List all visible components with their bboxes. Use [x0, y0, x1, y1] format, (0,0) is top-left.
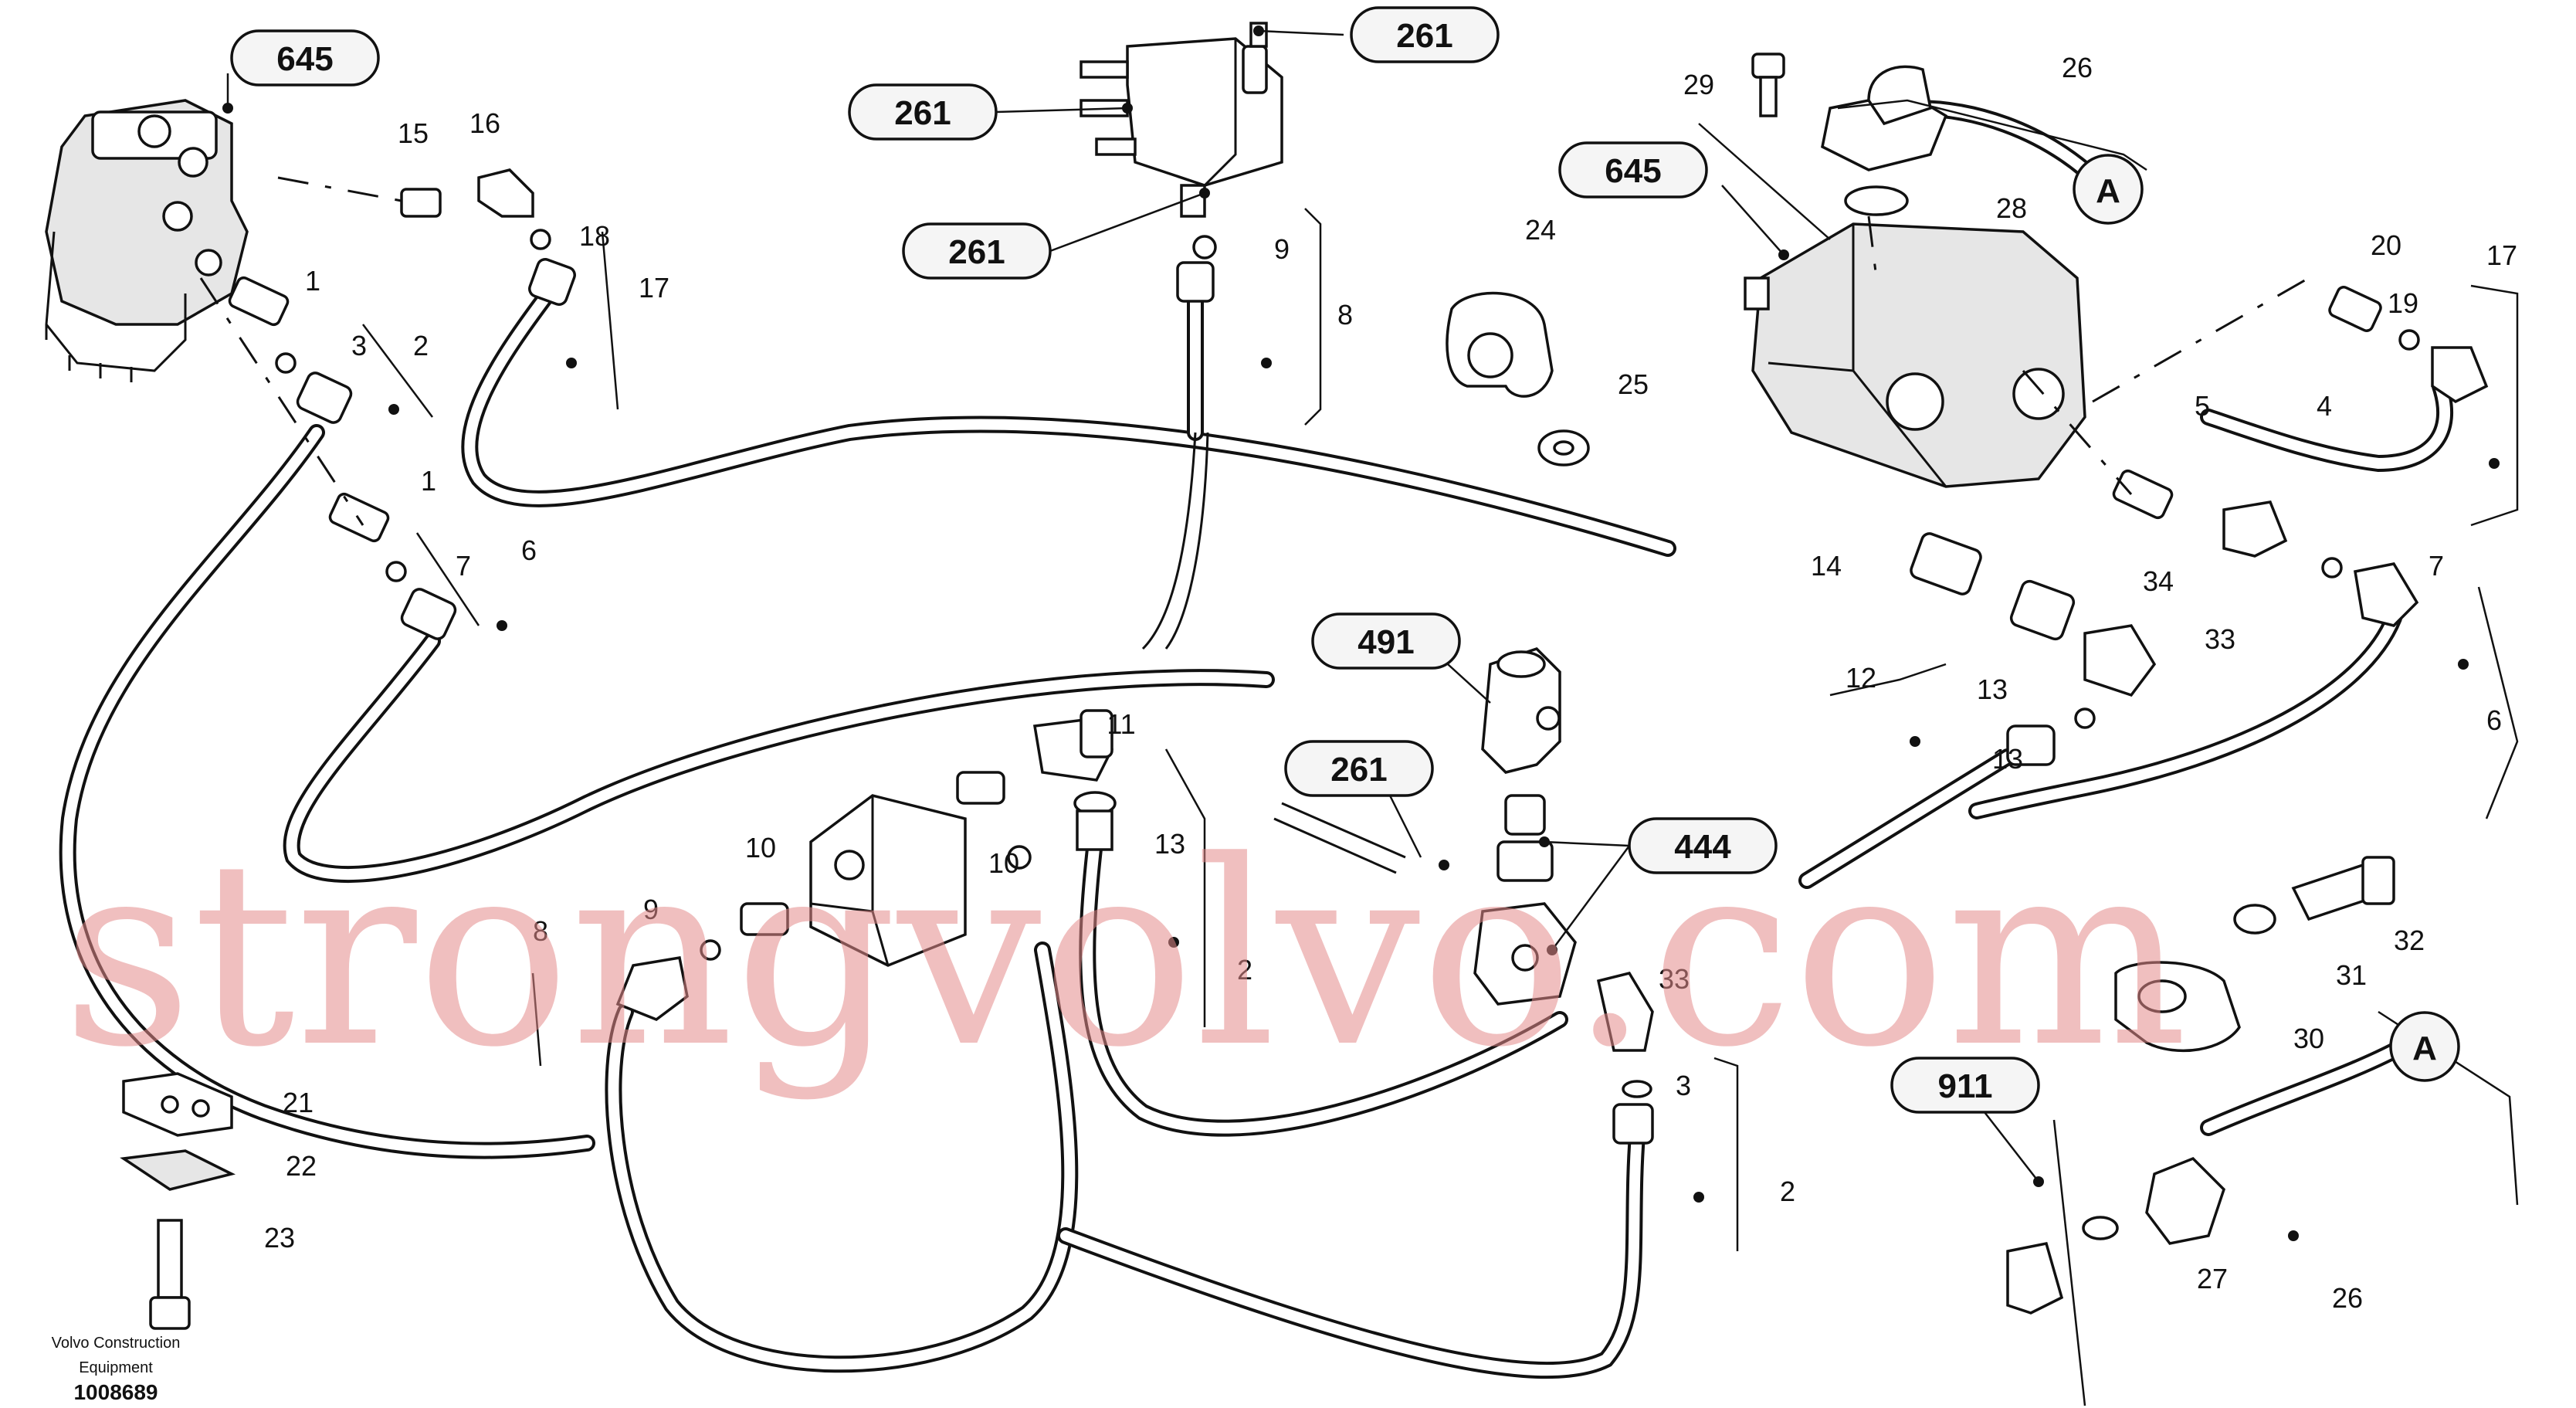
marker-label: A	[2412, 1030, 2437, 1067]
drawing-number: 1008689	[73, 1380, 158, 1404]
callout-444: 444	[1544, 817, 1778, 951]
fitting-33-middle	[1596, 971, 1654, 1145]
label-32: 32	[2394, 925, 2425, 956]
footer-company-line1: Volvo Construction	[52, 1335, 181, 1352]
fittings-upper-left	[228, 168, 576, 640]
label-13-middle: 13	[1154, 828, 1185, 860]
label-4: 4	[2317, 390, 2332, 422]
callout-261-left: 261	[848, 83, 1128, 141]
label-22: 22	[286, 1150, 317, 1182]
label-2-middle: 2	[1237, 954, 1252, 986]
label-2-bottom: 2	[1780, 1176, 1795, 1207]
flange-26	[1751, 53, 1948, 171]
callout-261-middle: 261	[902, 192, 1205, 280]
label-10-left: 10	[745, 832, 776, 863]
hose-261-small	[1273, 802, 1406, 874]
label-8-bottom: 8	[533, 915, 548, 947]
watermark: strongvolvo.com	[62, 806, 2188, 1103]
clamp-24	[1446, 291, 1590, 467]
leader-dots	[222, 25, 2500, 1241]
fitting-444	[1473, 794, 1577, 1006]
label-10-right: 10	[988, 847, 1019, 879]
label-20: 20	[2371, 229, 2401, 261]
label-29: 29	[1683, 69, 1714, 100]
pump-261	[1080, 22, 1283, 303]
callout-label: 491	[1357, 623, 1414, 661]
label-24: 24	[1525, 214, 1556, 246]
callout-261-lower: 261	[1284, 740, 1434, 858]
label-13-right: 13	[1977, 673, 2008, 705]
callout-label: 261	[894, 94, 951, 132]
label-27: 27	[2197, 1263, 2228, 1294]
marker-A-bottom: A	[2389, 1011, 2460, 1082]
label-25: 25	[1618, 368, 1649, 400]
callout-label: 261	[1330, 751, 1387, 789]
label-7-right: 7	[2429, 550, 2444, 582]
label-30: 30	[2293, 1023, 2324, 1054]
label-17-left: 17	[639, 272, 669, 304]
label-26-top: 26	[2062, 52, 2093, 83]
label-3-top: 3	[351, 330, 367, 361]
clamp-parts-21-23	[120, 1072, 236, 1330]
gear-pump	[1744, 185, 2086, 488]
label-9-bottom: 9	[643, 894, 659, 925]
callout-label: 911	[1938, 1067, 1993, 1105]
components	[45, 22, 2489, 1330]
callout-261-top: 261	[1258, 6, 1500, 63]
callout-label: 261	[948, 233, 1005, 271]
marker-label: A	[2096, 172, 2120, 210]
fitting-911	[2006, 1156, 2226, 1315]
label-2-top: 2	[413, 330, 429, 361]
leader-lines	[362, 99, 2519, 1406]
callout-911: 911	[1890, 1057, 2040, 1182]
label-7-left: 7	[456, 550, 471, 582]
label-1-top: 1	[305, 265, 320, 297]
label-1-middle: 1	[421, 465, 436, 497]
callout-645-right: 645	[1558, 141, 1785, 256]
label-23: 23	[264, 1222, 295, 1254]
label-14: 14	[1811, 550, 1842, 582]
label-6-left: 6	[521, 534, 537, 566]
valve-491	[1481, 646, 1561, 774]
label-28: 28	[1996, 192, 2027, 224]
marker-A-top: A	[2073, 154, 2144, 225]
label-18: 18	[579, 220, 610, 252]
label-21: 21	[283, 1087, 314, 1118]
callout-label: 261	[1396, 17, 1452, 55]
label-3-bottom: 3	[1676, 1070, 1691, 1101]
fitting-11	[1032, 709, 1117, 851]
label-8-top: 8	[1337, 299, 1353, 331]
callout-label: 645	[1605, 152, 1661, 190]
label-16: 16	[469, 107, 500, 139]
label-12: 12	[1846, 662, 1876, 694]
footer-company-line2: Equipment	[79, 1359, 153, 1376]
footer: Volvo Construction Equipment 1008689	[52, 1335, 181, 1404]
label-9-top: 9	[1274, 233, 1290, 265]
label-6-right: 6	[2486, 704, 2502, 736]
label-34: 34	[2143, 565, 2174, 597]
part-number-labels: 15 16 18 17 1 3 2 1 7 6 9 8 24 25 29 26 …	[264, 52, 2517, 1314]
manifold-block	[615, 771, 1032, 1021]
label-31: 31	[2336, 959, 2367, 991]
fittings-right	[1910, 286, 2489, 766]
label-19: 19	[2388, 287, 2418, 319]
label-13-extra: 13	[1992, 743, 2023, 775]
label-33-middle: 33	[1659, 963, 1690, 995]
label-26-bottom: 26	[2332, 1282, 2363, 1314]
hose-6-right	[1968, 609, 2402, 819]
label-33-right: 33	[2205, 623, 2235, 655]
clamp-parts-30-32	[2114, 856, 2395, 1053]
steering-valve	[45, 99, 249, 382]
label-17-right: 17	[2486, 239, 2517, 271]
label-5: 5	[2195, 390, 2210, 422]
center-lines	[199, 176, 2310, 526]
label-15: 15	[398, 117, 429, 149]
callout-label: 645	[276, 40, 333, 78]
callout-label: 444	[1674, 828, 1731, 866]
hose-group	[59, 100, 2454, 1379]
label-11: 11	[1107, 708, 1135, 740]
callout-491: 491	[1311, 612, 1491, 704]
callout-645-top: 645	[226, 29, 380, 108]
